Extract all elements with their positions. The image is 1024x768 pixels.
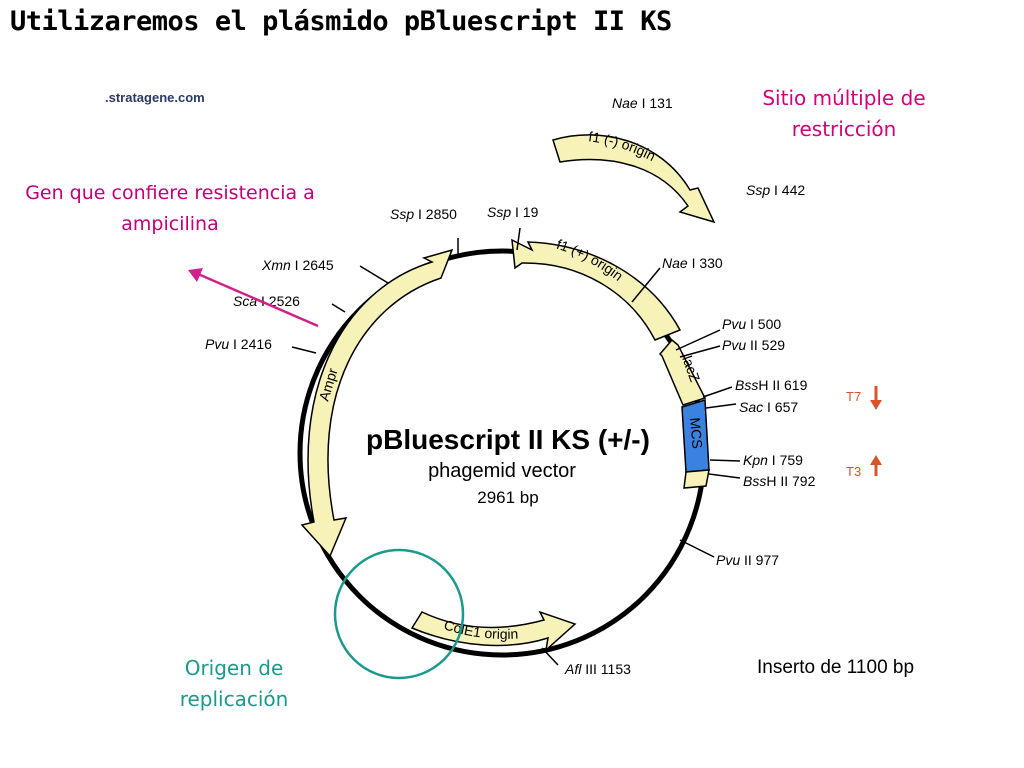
site-label: Ssp I 2850 <box>390 206 457 222</box>
tick-sac-657 <box>705 403 737 409</box>
site-label: Pvu I 500 <box>722 316 781 332</box>
tick-bss-619 <box>702 386 733 398</box>
site-label: Nae I 330 <box>662 255 723 271</box>
site-label: Kpn I 759 <box>743 452 803 468</box>
site-ticks <box>291 227 741 666</box>
tick-sca-2526 <box>331 303 346 313</box>
plasmid-name: pBluescript II KS (+/-) <box>366 424 650 455</box>
site-label: BssH II 792 <box>743 473 816 489</box>
site-label: Pvu II 529 <box>722 337 785 353</box>
site-label: Sca I 2526 <box>233 293 300 309</box>
ampicillin-annotation: Gen que confiere resistencia a ampicilin… <box>25 182 315 235</box>
tick-afl-1153 <box>541 647 559 666</box>
ampicillin-pointer-arrow <box>188 268 319 328</box>
tick-pvu-977 <box>679 539 715 558</box>
site-label: Afl III 1153 <box>564 661 631 677</box>
origin-annotation: Origen de replicación <box>179 656 289 711</box>
site-label: Xmn I 2645 <box>261 257 334 273</box>
tick-pvu-529 <box>679 345 721 358</box>
plasmid-size: 2961 bp <box>477 488 538 507</box>
site-label: Pvu II 977 <box>716 552 779 568</box>
f1-minus-origin-arrow <box>552 134 716 224</box>
site-label: Pvu I 2416 <box>205 336 272 352</box>
mcs-annotation: Sitio múltiple de restricción <box>762 86 926 141</box>
site-label: BssH II 619 <box>735 377 808 393</box>
t3-promoter-label: T3 <box>846 464 861 479</box>
tick-pvu-2416 <box>291 346 317 354</box>
tick-pvu-500 <box>675 329 721 351</box>
site-label: Ssp I 442 <box>746 182 805 198</box>
source-credit: .stratagene.com <box>105 90 205 105</box>
lacz-arrow <box>658 338 707 406</box>
t7-promoter-label: T7 <box>846 389 861 404</box>
origin-highlight-circle <box>333 548 465 680</box>
slide-title: Utilizaremos el plásmido pBluescript II … <box>10 6 672 37</box>
cole1-origin-arrow <box>410 610 577 652</box>
lacz-tail <box>683 469 710 489</box>
ampr-arrow <box>300 248 454 558</box>
tick-ssp-19 <box>516 227 521 251</box>
t3-up-arrow-icon <box>870 455 882 476</box>
site-label: Sac I 657 <box>739 399 798 415</box>
insert-annotation: Inserto de 1100 bp <box>757 657 915 678</box>
plasmid-type: phagemid vector <box>428 460 576 482</box>
feature-label-mcs: MCS <box>687 417 706 449</box>
t7-down-arrow-icon <box>870 386 882 410</box>
site-label: Nae I 131 <box>612 95 673 111</box>
tick-xmn-2645 <box>359 265 389 284</box>
tick-nae-330 <box>631 267 661 303</box>
tick-bss-792 <box>708 473 741 479</box>
site-label: Ssp I 19 <box>487 204 539 220</box>
tick-kpn-759 <box>709 459 741 462</box>
f1-plus-origin-arrow <box>511 238 682 341</box>
